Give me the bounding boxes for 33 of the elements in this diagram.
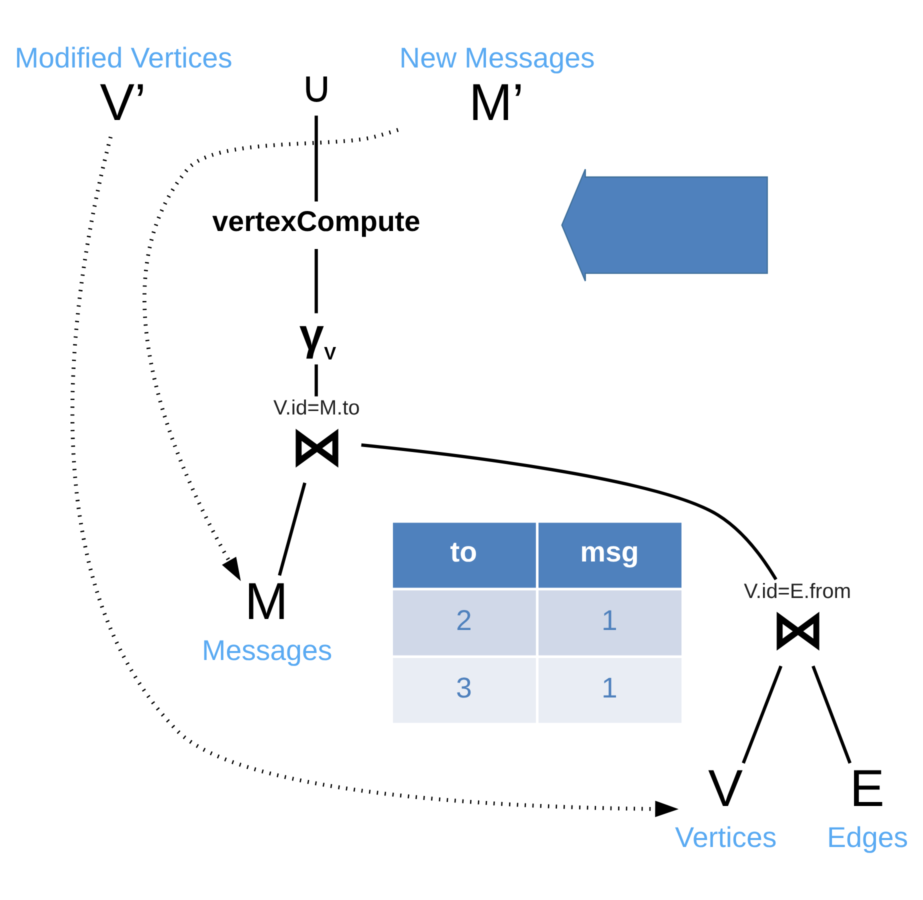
label: 2 [456, 605, 472, 638]
node-text: V [708, 760, 743, 818]
connector [361, 443, 778, 580]
node-text: M [244, 572, 288, 631]
node-text: γ$_{V}$ [299, 310, 336, 364]
node-label: V.id=E.from [744, 580, 852, 603]
label: 1 [602, 605, 618, 638]
node-arrow [561, 168, 768, 282]
label: to [450, 536, 478, 568]
node-text: M’ [468, 74, 524, 132]
node-text: V’ [100, 74, 146, 132]
label: 1 [602, 672, 618, 705]
node-label: Messages [202, 635, 332, 668]
node-text: vertexCompute [212, 206, 420, 238]
node-text: ⋈ [290, 418, 343, 476]
node-text: ∪ [300, 62, 333, 112]
node-label: Modified Vertices [14, 42, 232, 74]
connector [314, 248, 318, 314]
arrow [70, 136, 679, 818]
node-text: ⋈ [772, 602, 824, 660]
label: msg [580, 536, 639, 568]
node-text: E [850, 760, 884, 818]
arrow [142, 128, 399, 582]
connector [812, 665, 852, 764]
node-label: Vertices [674, 822, 777, 854]
label: 3 [456, 672, 472, 705]
connector [314, 364, 318, 396]
node-label: Edges [827, 822, 908, 854]
connector [278, 482, 306, 576]
node-label: V.id=M.to [273, 396, 360, 420]
node-label: New Messages [399, 42, 595, 74]
connector [314, 116, 318, 202]
connector [742, 665, 782, 764]
